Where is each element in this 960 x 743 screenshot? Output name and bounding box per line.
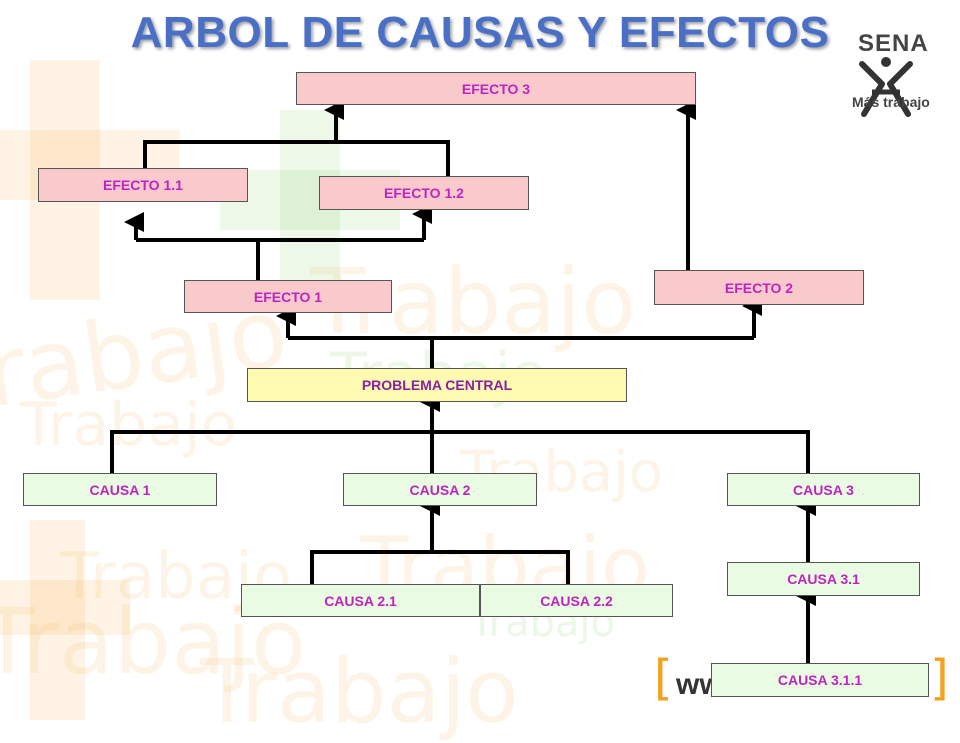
logo-slogan: Más trabajo (852, 94, 930, 110)
bracket-right: ] (930, 650, 949, 706)
efecto-3-box: EFECTO 3 (296, 72, 696, 105)
tree-connectors (110, 100, 816, 663)
efecto-1-2-box: EFECTO 1.2 (319, 176, 529, 210)
causa-2-1-box: CAUSA 2.1 (241, 584, 480, 617)
logo-wordmark: SENA (858, 30, 929, 57)
efecto-1-1-box: EFECTO 1.1 (38, 168, 248, 202)
problema-central-box: PROBLEMA CENTRAL (247, 368, 627, 402)
causa-3-1-1-box: CAUSA 3.1.1 (711, 663, 929, 697)
causa-2-box: CAUSA 2 (343, 473, 537, 506)
page-title: ARBOL DE CAUSAS Y EFECTOS (130, 8, 830, 57)
efecto-1-box: EFECTO 1 (184, 280, 392, 313)
causa-2-2-box: CAUSA 2.2 (480, 584, 673, 617)
connector-efecto11-efecto3 (143, 140, 450, 176)
connector-causas-branch (110, 430, 810, 473)
causa-1-box: CAUSA 1 (23, 473, 217, 506)
efecto-2-box: EFECTO 2 (654, 270, 864, 305)
sena-logo-icon (859, 57, 913, 117)
bracket-left: [ (654, 650, 673, 706)
causa-3-1-box: CAUSA 3.1 (727, 562, 920, 596)
causa-3-box: CAUSA 3 (727, 473, 920, 506)
connector-causa2-branch (310, 550, 570, 584)
